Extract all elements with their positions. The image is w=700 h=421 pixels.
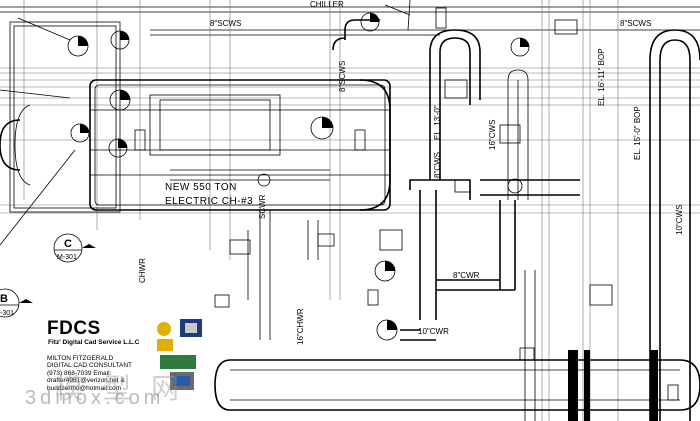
chiller-label-line2: ELECTRIC CH-#3 bbox=[165, 196, 253, 207]
heat-exchanger bbox=[214, 350, 700, 421]
valve-icon bbox=[510, 37, 530, 57]
label-el-13: EL. 13'-0" bbox=[433, 105, 442, 140]
contact-block: MILTON FITZGERALD DIGITAL CAD CONSULTANT… bbox=[47, 355, 132, 392]
label-scwr: SCWR bbox=[258, 194, 267, 219]
vertical-grid bbox=[23, 0, 619, 421]
label-chwr-left: CHWR bbox=[138, 258, 147, 283]
section-callout-c: C M-301 bbox=[53, 233, 96, 263]
chiller-label-line1: NEW 550 TON bbox=[165, 182, 237, 193]
label-cws-16: 16"CWS bbox=[488, 120, 497, 150]
watermark-cn: 模型网 bbox=[55, 372, 200, 405]
fittings bbox=[214, 7, 679, 401]
label-cwr-10: 10"CWR bbox=[418, 327, 449, 336]
valve-icon bbox=[257, 173, 271, 187]
contact-line: drafter4981@verizon.net & bbox=[47, 377, 125, 385]
company-title: FDCS bbox=[47, 318, 101, 339]
label-chiller-top: CHILLER bbox=[310, 0, 344, 9]
chiller-unit bbox=[0, 21, 391, 213]
valve-icon bbox=[70, 123, 90, 143]
label-scws-top-right: 8"SCWS bbox=[620, 19, 651, 28]
contact-line: DIGITAL CAD CONSULTANT bbox=[47, 362, 132, 370]
label-bop-2: EL. 15'-0" BOP bbox=[633, 106, 642, 160]
valve-icon bbox=[67, 35, 89, 57]
valve-icon bbox=[108, 138, 128, 158]
pipe-labels: 8"SCWS 8"SCWS CHILLER 8"SCWS EL. 16'-11"… bbox=[138, 0, 684, 345]
label-scws-vertical: 8"SCWS bbox=[338, 61, 347, 92]
label-cws-8: 8"CWS bbox=[433, 152, 442, 178]
contact-line: (973) 868-7039 Email: bbox=[47, 369, 112, 377]
valve-icon bbox=[360, 12, 380, 32]
valve-icon bbox=[374, 260, 396, 282]
valve-icon bbox=[376, 319, 398, 341]
callout-b-letter: B bbox=[0, 293, 8, 305]
leader-lines bbox=[0, 0, 411, 246]
label-scws-top-left: 8"SCWS bbox=[210, 19, 241, 28]
valve-icon bbox=[109, 89, 131, 111]
valve-icon bbox=[110, 30, 130, 50]
callout-c-sheet: M-301 bbox=[57, 254, 77, 261]
section-callout-b: B -301 bbox=[0, 288, 33, 318]
label-chwr-16: 16"CHWR bbox=[296, 308, 305, 345]
contact-line: buddzermo@hotmail.com bbox=[47, 384, 122, 392]
company-subtitle: Fitz' Digital Cad Service L.L.C bbox=[48, 339, 140, 346]
fdcs-logo-graphic bbox=[157, 319, 202, 390]
callout-c-letter: C bbox=[64, 238, 72, 250]
label-cws-10: 10"CWS bbox=[675, 205, 684, 235]
vertical-pipes bbox=[247, 19, 700, 421]
valve-icon bbox=[507, 178, 523, 194]
label-bop-1: EL. 16'-11" BOP bbox=[597, 48, 606, 106]
valve-icon bbox=[310, 116, 334, 140]
valve-symbols bbox=[67, 12, 530, 341]
callout-b-sheet: -301 bbox=[0, 310, 14, 317]
watermark-text: 3dmox.com bbox=[25, 387, 165, 409]
label-cwr-8: 8"CWR bbox=[453, 271, 480, 280]
contact-line: MILTON FITZGERALD bbox=[47, 355, 114, 362]
